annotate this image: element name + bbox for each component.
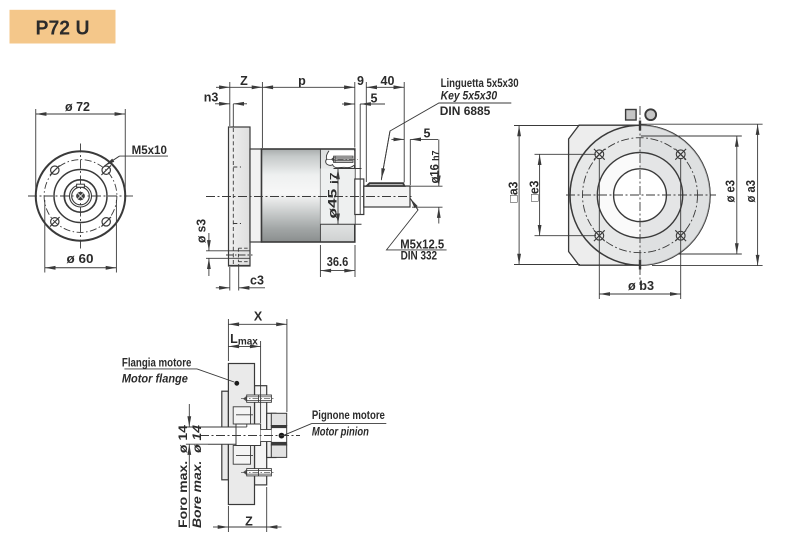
svg-text:□e3: □e3: [528, 180, 542, 201]
svg-text:c3: c3: [250, 274, 264, 288]
svg-text:ø45 j7: ø45 j7: [326, 173, 340, 219]
svg-text:p: p: [298, 74, 306, 88]
svg-text:5: 5: [424, 127, 431, 141]
svg-text:ø 72: ø 72: [65, 100, 90, 114]
svg-text:M5x10: M5x10: [132, 143, 168, 157]
svg-text:Pignone motore: Pignone motore: [312, 408, 385, 422]
svg-text:Flangia motore: Flangia motore: [122, 355, 192, 369]
svg-text:Z: Z: [240, 74, 248, 88]
svg-text:40: 40: [381, 74, 395, 88]
svg-text:M5x12.5: M5x12.5: [400, 237, 444, 251]
svg-text:X: X: [254, 310, 263, 324]
svg-text:ø e3: ø e3: [724, 180, 738, 203]
svg-text:Motor pinion: Motor pinion: [312, 425, 369, 439]
svg-text:Lmax: Lmax: [230, 332, 258, 348]
svg-text:9: 9: [357, 74, 364, 88]
svg-text:ø s3: ø s3: [195, 219, 209, 243]
svg-text:DIN 6885: DIN 6885: [440, 104, 491, 118]
svg-text:Foro max. ø 14: Foro max. ø 14: [176, 425, 190, 528]
svg-text:P72 U: P72 U: [36, 17, 90, 39]
svg-text:Bore max. ø 14: Bore max. ø 14: [190, 425, 204, 528]
svg-text:Key 5x5x30: Key 5x5x30: [441, 89, 498, 103]
svg-text:Motor flange: Motor flange: [122, 371, 188, 385]
svg-text:ø a3: ø a3: [744, 180, 758, 203]
svg-text:Z: Z: [245, 515, 253, 529]
svg-text:ø 60: ø 60: [67, 252, 94, 266]
svg-text:□a3: □a3: [507, 181, 521, 202]
svg-text:DIN 332: DIN 332: [401, 250, 438, 262]
svg-text:n3: n3: [204, 91, 219, 105]
svg-text:ø b3: ø b3: [628, 279, 654, 293]
svg-text:36.6: 36.6: [327, 255, 349, 269]
svg-text:Linguetta 5x5x30: Linguetta 5x5x30: [441, 76, 519, 90]
svg-text:ø16 h7: ø16 h7: [427, 151, 441, 184]
svg-text:5: 5: [371, 92, 378, 106]
